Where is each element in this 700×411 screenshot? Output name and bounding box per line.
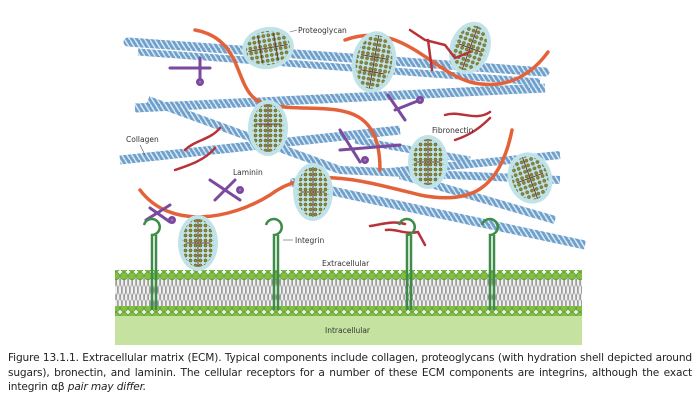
- cell-membrane: [115, 270, 582, 316]
- ecm-figure: Proteoglycan Collagen Fibronectin Lamini…: [115, 21, 586, 345]
- intracellular-region: [115, 315, 582, 345]
- figure-labels: Proteoglycan Collagen Fibronectin Lamini…: [126, 26, 474, 335]
- label-fibronectin: Fibronectin: [432, 126, 474, 135]
- label-intracellular: Intracellular: [325, 326, 371, 335]
- caption-italic: pair may differ.: [67, 381, 147, 393]
- integrins: [142, 217, 499, 310]
- label-extracellular: Extracellular: [322, 259, 370, 268]
- proteoglycans: [178, 21, 553, 271]
- label-proteoglycan: Proteoglycan: [298, 26, 347, 35]
- fibronectin-molecules: [173, 28, 492, 247]
- laminin-molecules: [144, 56, 424, 224]
- label-integrin: Integrin: [295, 236, 324, 245]
- figure-caption: Figure 13.1.1. Extracellular matrix (ECM…: [8, 351, 692, 395]
- caption-main: Figure 13.1.1. Extracellular matrix (ECM…: [8, 352, 692, 393]
- label-laminin: Laminin: [233, 168, 263, 177]
- label-collagen: Collagen: [126, 135, 159, 144]
